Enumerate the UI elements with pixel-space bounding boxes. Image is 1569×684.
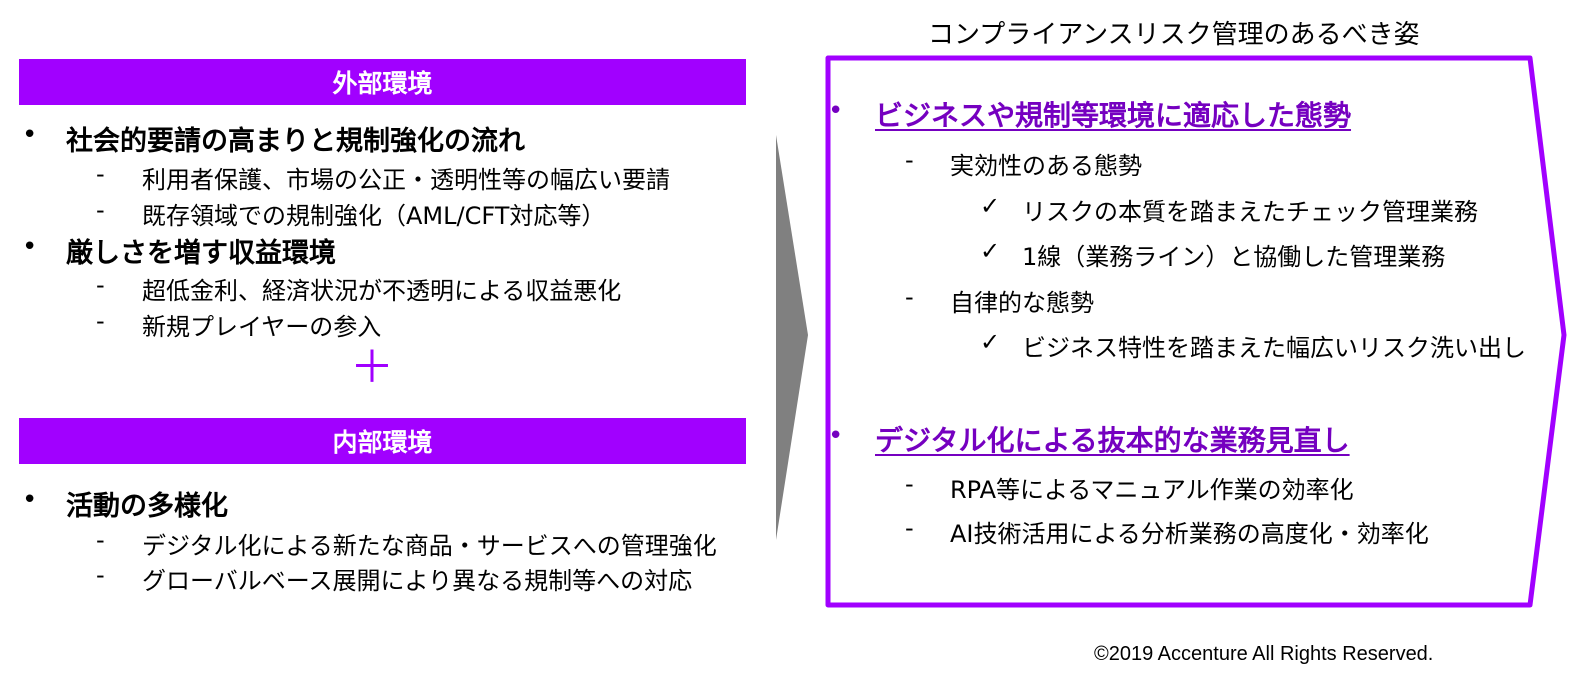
dash: - bbox=[96, 307, 105, 335]
ideal-sub-1-1: 実効性のある態勢 bbox=[950, 152, 1142, 180]
ideal-heading-1: ビジネスや規制等環境に適応した態勢 bbox=[875, 99, 1352, 132]
dash: - bbox=[96, 196, 105, 224]
bullet: • bbox=[22, 485, 38, 515]
bullet: • bbox=[22, 120, 38, 150]
external-sub-2-1: 超低金利、経済状況が不透明による収益悪化 bbox=[142, 277, 622, 305]
bullet: • bbox=[22, 232, 38, 262]
copyright: ©2019 Accenture All Rights Reserved. bbox=[1094, 643, 1434, 665]
external-item-2: 厳しさを増す収益環境 bbox=[66, 238, 336, 269]
ideal-check-3: ビジネス特性を踏まえた幅広いリスク洗い出し bbox=[1022, 334, 1526, 362]
external-sub-1-1: 利用者保護、市場の公正・透明性等の幅広い要請 bbox=[142, 166, 670, 194]
dash: - bbox=[96, 561, 105, 589]
dash: - bbox=[905, 283, 914, 311]
dash: - bbox=[96, 271, 105, 299]
transition-arrow bbox=[776, 135, 808, 540]
plus-icon: ＋ bbox=[350, 342, 394, 393]
check-icon: ✓ bbox=[980, 192, 1001, 220]
internal-sub-1-1: デジタル化による新たな商品・サービスへの管理強化 bbox=[142, 532, 717, 560]
dash: - bbox=[905, 514, 914, 542]
dash: - bbox=[96, 526, 105, 554]
ideal-heading-2: デジタル化による抜本的な業務見直し bbox=[875, 424, 1350, 457]
ideal-sub-2-1: RPA等によるマニュアル作業の効率化 bbox=[950, 476, 1354, 504]
bullet: • bbox=[828, 421, 844, 451]
ideal-check-1: リスクの本質を踏まえたチェック管理業務 bbox=[1022, 198, 1478, 226]
dash: - bbox=[96, 160, 105, 188]
bullet: • bbox=[828, 96, 844, 126]
ideal-state-title: コンプライアンスリスク管理のあるべき姿 bbox=[928, 20, 1420, 50]
external-sub-1-2: 既存領域での規制強化（AML/CFT対応等） bbox=[142, 202, 606, 230]
ideal-check-2: 1線（業務ライン）と協働した管理業務 bbox=[1022, 243, 1446, 271]
ideal-sub-1-2: 自律的な態勢 bbox=[950, 289, 1094, 317]
ideal-sub-2-2: AI技術活用による分析業務の高度化・効率化 bbox=[950, 520, 1429, 548]
internal-item-1: 活動の多様化 bbox=[66, 491, 228, 522]
external-environment-header: 外部環境 bbox=[19, 59, 746, 105]
check-icon: ✓ bbox=[980, 237, 1001, 265]
external-sub-2-2: 新規プレイヤーの参入 bbox=[142, 313, 382, 341]
dash: - bbox=[905, 146, 914, 174]
external-item-1: 社会的要請の高まりと規制強化の流れ bbox=[66, 126, 525, 157]
ideal-state-frame bbox=[825, 55, 1567, 608]
internal-environment-header: 内部環境 bbox=[19, 418, 746, 464]
check-icon: ✓ bbox=[980, 328, 1001, 356]
dash: - bbox=[905, 470, 914, 498]
internal-sub-1-2: グローバルベース展開により異なる規制等への対応 bbox=[142, 567, 693, 595]
